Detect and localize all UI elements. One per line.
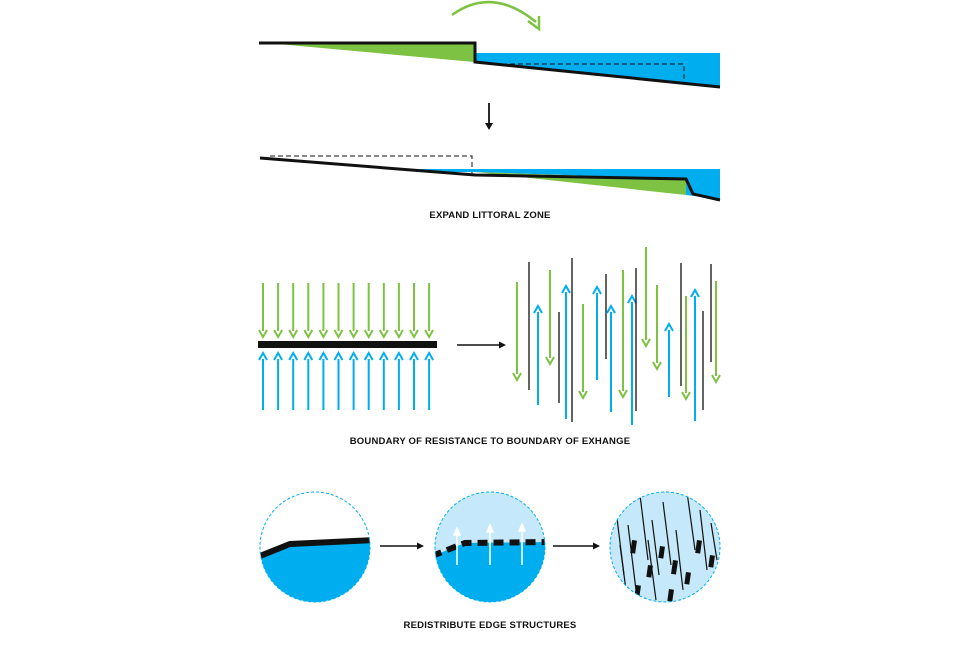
edge-circle-distributed — [609, 491, 721, 603]
arrow — [378, 350, 389, 410]
edge-block — [658, 546, 665, 559]
arrow — [618, 270, 628, 400]
right-arrow-icon — [553, 542, 600, 550]
arrow — [258, 350, 268, 410]
arrow — [348, 350, 359, 410]
arrow — [606, 303, 616, 412]
arrow — [424, 283, 434, 340]
caption-boundary-exchange: BOUNDARY OF RESISTANCE TO BOUNDARY OF EX… — [349, 436, 631, 447]
arrow — [424, 350, 434, 410]
arrow — [273, 350, 283, 410]
edge-block — [646, 565, 653, 578]
edge-block — [671, 560, 678, 575]
section-before — [259, 41, 721, 89]
dashed-outline — [270, 155, 473, 175]
arrow — [288, 350, 299, 410]
arrow — [627, 293, 637, 425]
arrow — [303, 283, 314, 340]
arrow — [690, 287, 700, 421]
incoming-green-arrows — [258, 283, 434, 340]
edge-post — [675, 529, 684, 591]
edge-post — [619, 544, 627, 591]
dashed-outline — [486, 63, 685, 80]
arrow — [533, 303, 543, 405]
arrow — [652, 285, 662, 372]
arrow — [578, 304, 588, 401]
edge-circle-hard — [259, 491, 371, 603]
edge-panel — [259, 491, 721, 603]
right-arrow-icon — [380, 542, 424, 550]
water-body — [474, 53, 720, 87]
arrow — [545, 270, 555, 367]
arrow — [303, 350, 314, 410]
arrow — [512, 282, 522, 383]
arrow — [664, 321, 674, 397]
arrow — [288, 283, 299, 340]
arrow — [641, 247, 651, 349]
arrow — [318, 350, 329, 410]
right-arrow-icon — [457, 341, 506, 349]
edge-post — [627, 524, 637, 591]
shoreline-profile — [259, 156, 721, 202]
edge-circle-permeable — [434, 491, 546, 603]
resistance-wall — [258, 341, 437, 348]
edge-block — [667, 589, 674, 602]
edge-post — [686, 492, 696, 551]
edge-post — [662, 501, 672, 566]
arrow — [378, 283, 389, 340]
arrow — [258, 283, 268, 340]
edge-post — [651, 519, 660, 576]
arrow — [592, 284, 602, 380]
boundary-panel — [258, 247, 721, 425]
arrow — [363, 350, 374, 410]
arrow — [561, 283, 571, 419]
exchange-lines — [512, 247, 721, 425]
section-after — [259, 155, 721, 202]
curved-arrow-icon — [451, 0, 541, 32]
arrow — [318, 283, 329, 340]
caption-redistribute-edge: REDISTRIBUTE EDGE STRUCTURES — [403, 620, 577, 631]
arrow — [409, 350, 419, 410]
edge-block — [630, 540, 637, 554]
edge-post — [699, 509, 708, 571]
edge-post — [710, 522, 718, 561]
arrow — [711, 281, 721, 385]
arrow — [394, 350, 404, 410]
edge-block — [708, 555, 715, 568]
arrow — [333, 283, 344, 340]
arrow — [333, 350, 344, 410]
arrow — [273, 283, 283, 340]
arrow — [394, 283, 404, 340]
down-arrow-icon — [485, 103, 493, 130]
arrow — [363, 283, 374, 340]
edge-block — [695, 540, 702, 554]
water-shallow — [420, 169, 720, 199]
shoreline-profile — [259, 41, 721, 89]
littoral-panel — [259, 0, 721, 202]
caption-expand-littoral-zone: EXPAND LITTORAL ZONE — [429, 210, 551, 221]
green-wedge — [278, 44, 474, 62]
arrow — [681, 296, 691, 402]
outgoing-blue-arrows — [258, 350, 434, 410]
arrow — [409, 283, 419, 340]
edge-block — [684, 572, 691, 585]
arrow — [348, 283, 359, 340]
edge-post — [639, 494, 649, 561]
